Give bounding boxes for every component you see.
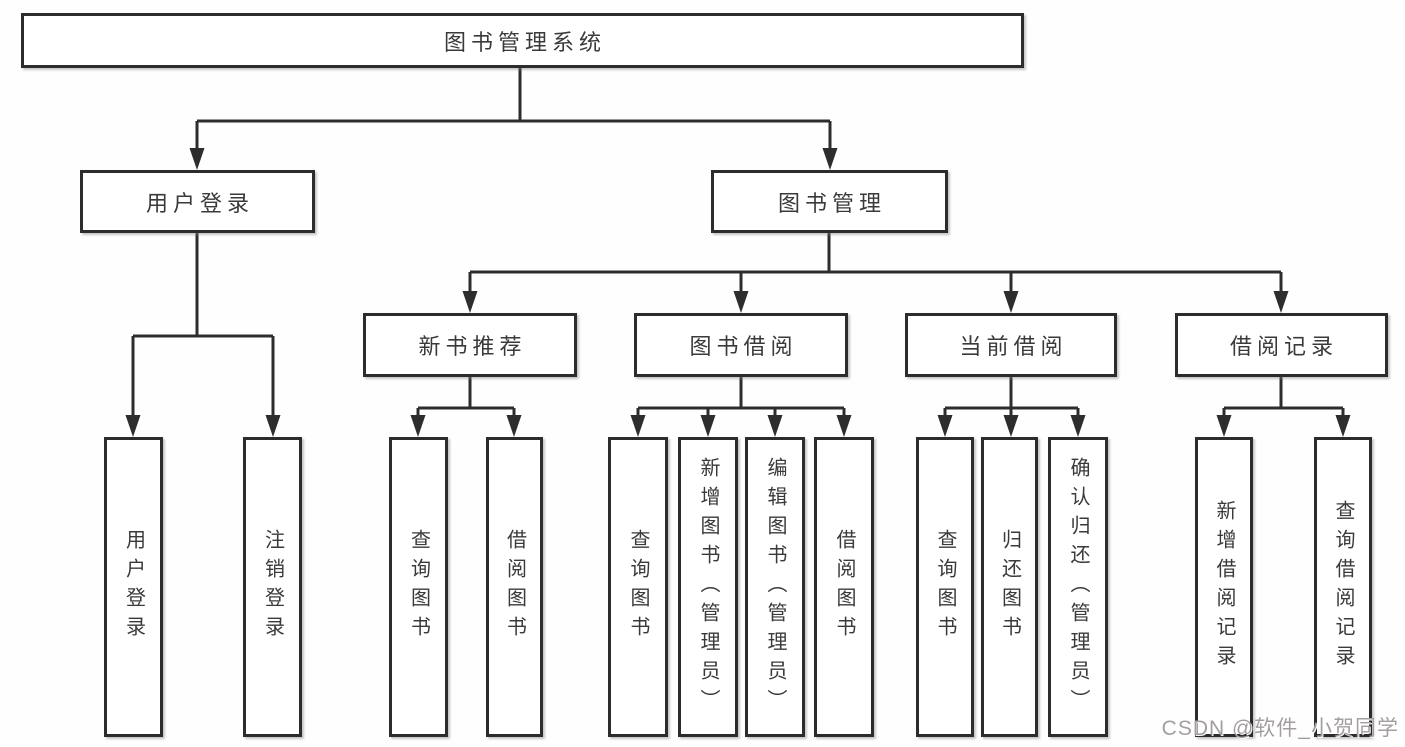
connector-user-login-subtree <box>131 233 275 419</box>
node-current-borrow: 当前借阅 <box>905 313 1117 377</box>
arrowhead <box>1003 291 1019 313</box>
arrowhead <box>1003 415 1019 437</box>
arrowheads <box>125 148 1351 437</box>
arrowhead <box>410 415 426 437</box>
node-br-add-borrow-record: 新增借阅记录 <box>1195 437 1253 737</box>
node-user-login: 用户登录 <box>80 170 315 233</box>
node-library-management-system: 图书管理系统 <box>21 13 1024 68</box>
node-bb-query-books: 查询图书 <box>608 437 668 737</box>
arrowhead <box>506 415 522 437</box>
arrowhead <box>1216 415 1232 437</box>
csdn-watermark: CSDN @软件_小贺同学 <box>1161 717 1399 740</box>
connector-root-to-level2 <box>195 68 832 152</box>
arrowhead <box>836 415 852 437</box>
arrowhead <box>822 148 838 170</box>
node-new-book-recommend: 新书推荐 <box>363 313 577 377</box>
arrowhead <box>462 291 478 313</box>
node-leaf-user-login: 用户登录 <box>104 437 163 737</box>
node-book-management: 图书管理 <box>711 170 948 233</box>
connector-paths <box>131 68 1345 419</box>
connector-borrow-records-subtree <box>1222 377 1345 419</box>
node-leaf-logout: 注销登录 <box>243 437 302 737</box>
node-cb-query-books: 查询图书 <box>916 437 974 737</box>
arrowhead <box>767 415 783 437</box>
arrowhead <box>700 415 716 437</box>
connector-book-mgmt-to-level3 <box>468 233 1283 295</box>
connector-book-borrow-subtree <box>636 377 846 419</box>
connector-new-book-subtree <box>416 377 516 419</box>
node-borrow-records: 借阅记录 <box>1175 313 1388 377</box>
node-br-query-borrow-record: 查询借阅记录 <box>1314 437 1372 737</box>
node-cb-return-books: 归还图书 <box>981 437 1038 737</box>
arrowhead <box>125 415 141 437</box>
node-bb-add-books-admin: 新增图书（管理员） <box>678 437 738 737</box>
arrowhead <box>630 415 646 437</box>
node-nb-query-books: 查询图书 <box>389 437 448 737</box>
node-cb-confirm-return-admin: 确认归还（管理员） <box>1048 437 1108 737</box>
arrowhead <box>265 415 281 437</box>
arrowhead <box>1070 415 1086 437</box>
node-nb-borrow-books: 借阅图书 <box>486 437 543 737</box>
node-bb-borrow-books: 借阅图书 <box>814 437 874 737</box>
arrowhead <box>189 148 205 170</box>
node-book-borrow: 图书借阅 <box>634 313 848 377</box>
connector-current-borrow-subtree <box>943 377 1080 419</box>
arrowhead <box>733 291 749 313</box>
arrowhead <box>1273 291 1289 313</box>
node-bb-edit-books-admin: 编辑图书（管理员） <box>745 437 805 737</box>
arrowhead <box>937 415 953 437</box>
arrowhead <box>1335 415 1351 437</box>
